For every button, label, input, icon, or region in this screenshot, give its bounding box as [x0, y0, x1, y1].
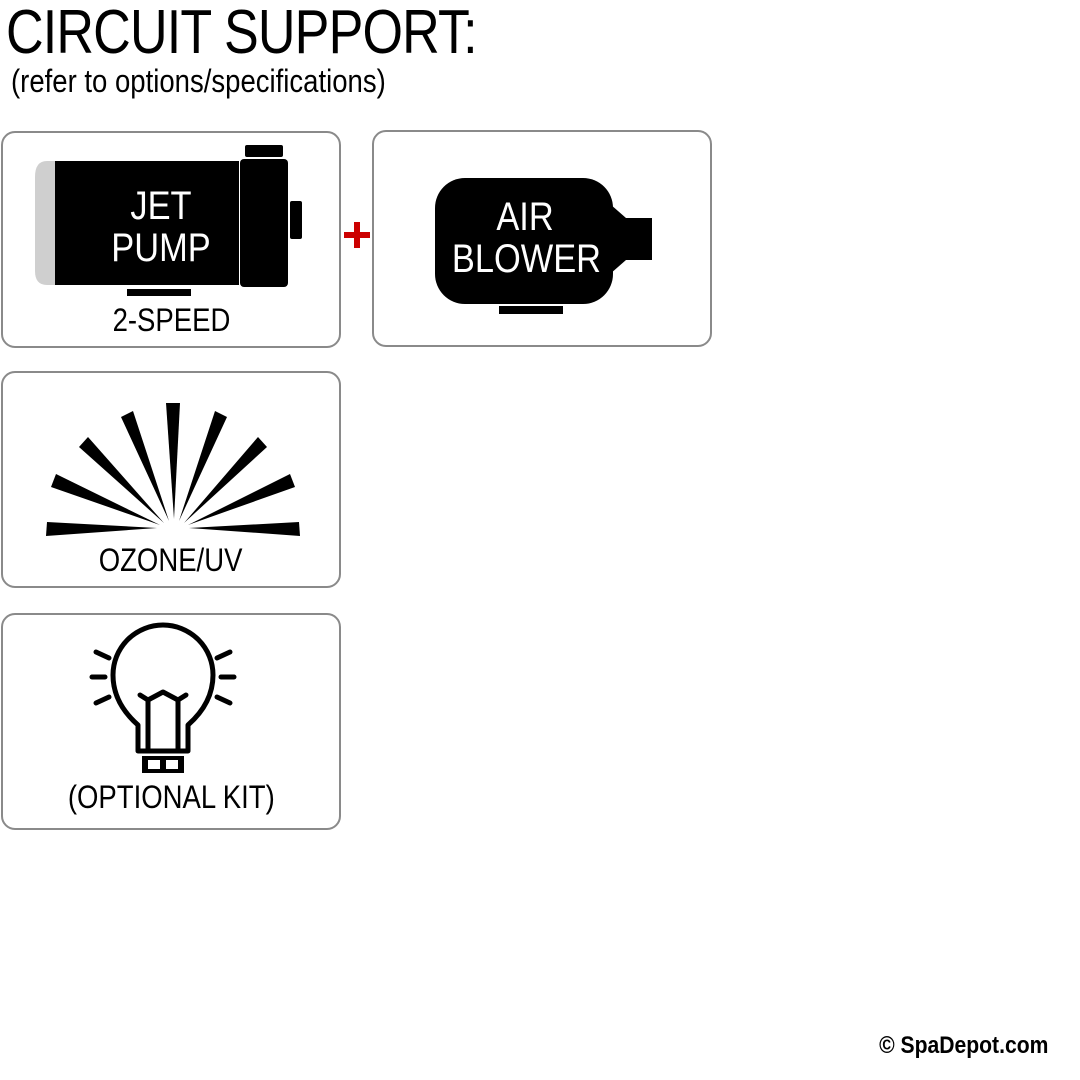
light-bulb-icon: [89, 622, 237, 773]
jet-pump-label: 2-SPEED: [112, 302, 230, 338]
page-title: CIRCUIT SUPPORT:: [6, 0, 478, 67]
light-kit-card: (OPTIONAL KIT): [1, 613, 341, 830]
air-blower-line2: BLOWER: [451, 237, 601, 281]
ozone-uv-label: OZONE/UV: [99, 542, 243, 578]
jet-pump-line2: PUMP: [111, 226, 211, 270]
plus-icon: [344, 222, 370, 248]
jet-pump-line1: JET: [130, 184, 192, 228]
air-blower-card: AIR BLOWER: [372, 130, 712, 347]
jet-pump-icon: [35, 145, 302, 296]
air-blower-icon-text: AIR BLOWER: [440, 196, 610, 280]
air-blower-line1: AIR: [496, 195, 554, 239]
light-kit-label: (OPTIONAL KIT): [67, 779, 275, 815]
ozone-uv-card: OZONE/UV: [1, 371, 341, 588]
copyright-text: © SpaDepot.com: [878, 1032, 1048, 1059]
ozone-rays-icon: [46, 403, 300, 536]
jet-pump-card: JET PUMP 2-SPEED: [1, 131, 341, 348]
air-blower-icon: [435, 178, 652, 314]
jet-pump-icon-text: JET PUMP: [99, 185, 223, 269]
page-subtitle: (refer to options/specifications): [11, 63, 386, 99]
